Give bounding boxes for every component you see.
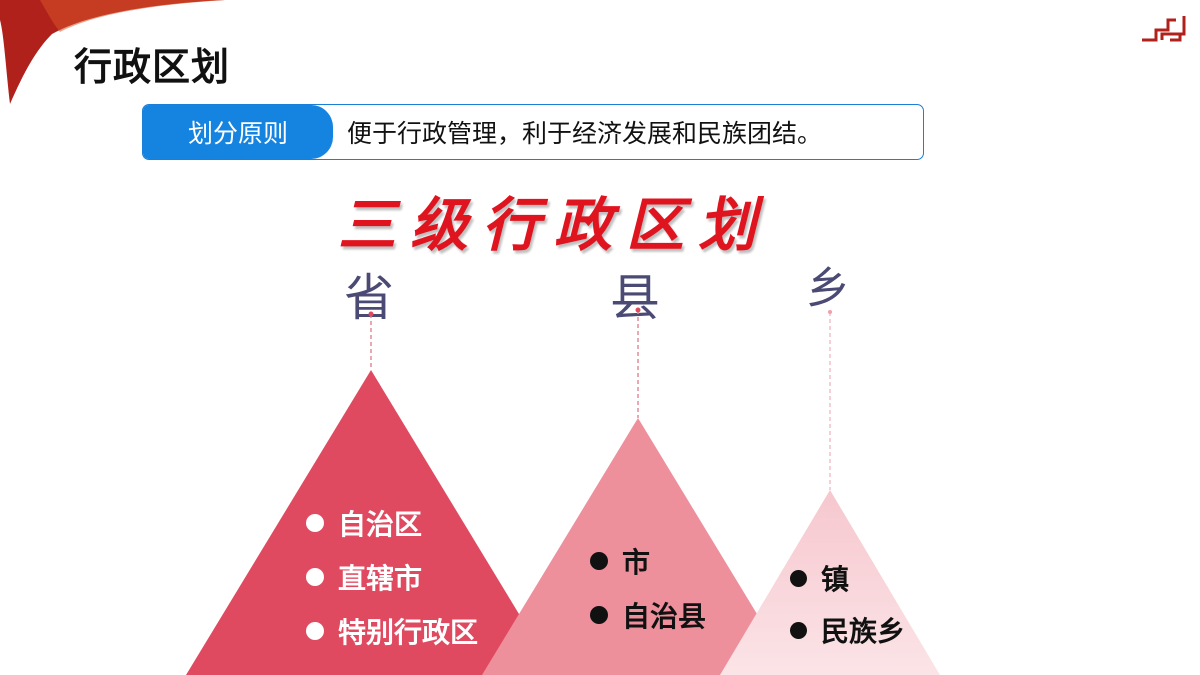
triangle-province (186, 370, 556, 675)
list-item: 特别行政区 (306, 604, 478, 658)
province-type-list: 自治区 直辖市 特别行政区 (306, 496, 478, 658)
list-item: 市 (590, 534, 706, 588)
principle-bar: 划分原则 便于行政管理，利于经济发展和民族团结。 (142, 104, 924, 160)
list-item: 自治区 (306, 496, 478, 550)
corner-swoosh-decoration (0, 0, 225, 104)
list-item: 直辖市 (306, 550, 478, 604)
bullet-dot-icon (590, 606, 608, 624)
triangle-township (720, 490, 940, 675)
connector-dot-province (368, 311, 374, 317)
level-label-province: 省 (344, 269, 394, 327)
triangle-county (482, 418, 794, 675)
list-item: 自治县 (590, 588, 706, 642)
bullet-dot-icon (306, 514, 324, 532)
subtitle: 三级行政区划 (338, 191, 771, 259)
logo-icon (1142, 16, 1186, 42)
level-label-county: 县 (610, 269, 660, 327)
connector-dot-county (635, 307, 641, 313)
list-item: 民族乡 (790, 604, 905, 656)
principle-text: 便于行政管理，利于经济发展和民族团结。 (347, 119, 823, 148)
page-title: 行政区划 (74, 45, 231, 89)
connector-dot-township (828, 310, 832, 314)
bullet-dot-icon (306, 568, 324, 586)
level-label-township: 乡 (806, 263, 850, 314)
bullet-dot-icon (306, 622, 324, 640)
township-type-list: 镇 民族乡 (790, 552, 905, 656)
bullet-dot-icon (790, 621, 807, 639)
principle-tag: 划分原则 (143, 105, 333, 159)
bullet-dot-icon (790, 569, 807, 587)
bullet-dot-icon (590, 552, 608, 570)
list-item: 镇 (790, 552, 905, 604)
county-type-list: 市 自治县 (590, 534, 706, 642)
